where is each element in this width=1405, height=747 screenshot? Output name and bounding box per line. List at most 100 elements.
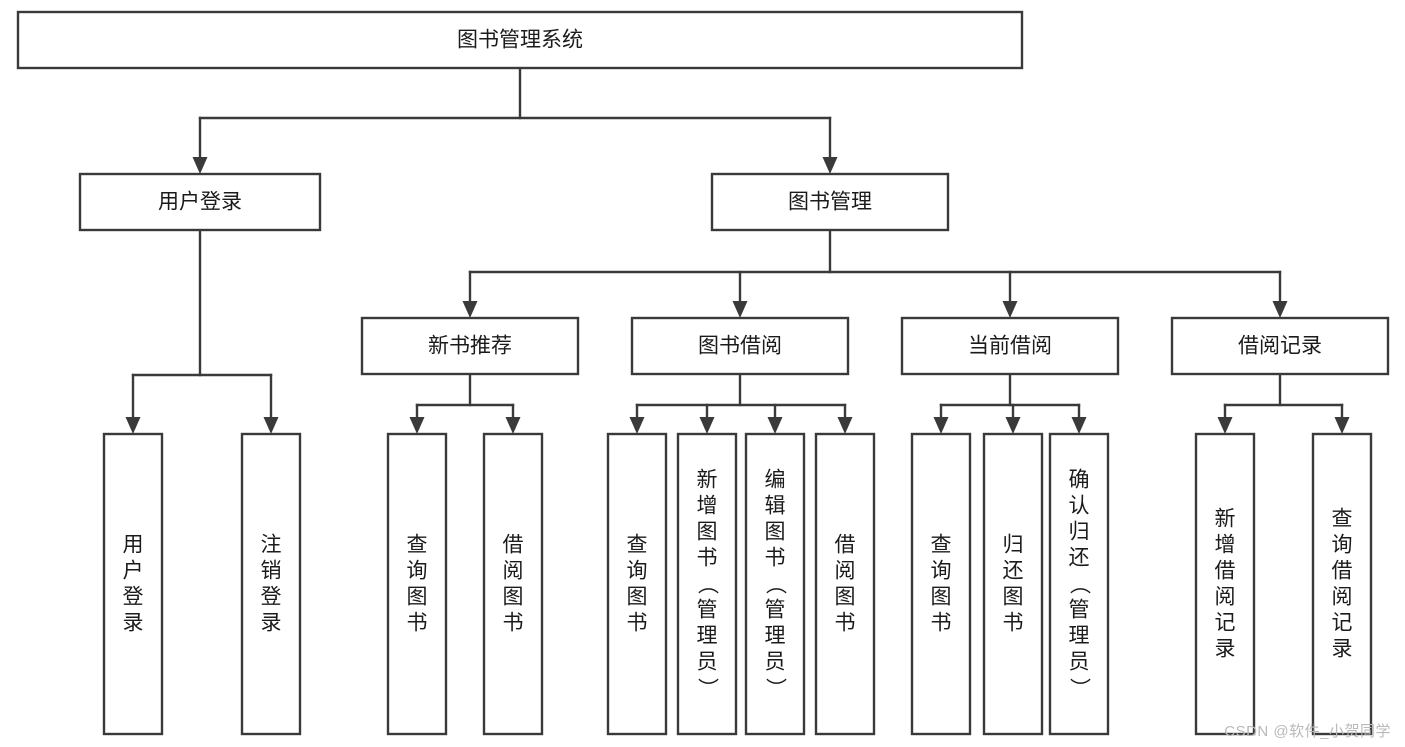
svg-text:员: 员 [697, 651, 718, 674]
svg-text:还: 还 [1069, 547, 1090, 570]
node-root[interactable]: 图书管理系统 [16, 10, 1024, 70]
node-box [1048, 432, 1110, 736]
node-leaf-user-login[interactable]: 用户登录 [102, 432, 164, 736]
arrow-head-icon [1005, 417, 1021, 434]
svg-text:管: 管 [765, 599, 786, 622]
node-user-login[interactable]: 用户登录 [78, 172, 322, 232]
svg-text:编: 编 [765, 469, 786, 492]
svg-text:还: 还 [1003, 560, 1024, 583]
svg-text:询: 询 [931, 560, 952, 583]
node-box [240, 432, 302, 736]
node-label: 图书借阅 [698, 335, 782, 358]
arrow-head-icon [505, 417, 521, 434]
svg-text:借: 借 [835, 534, 856, 557]
arrow-head-icon [1071, 417, 1087, 434]
node-new-book-rec[interactable]: 新书推荐 [360, 316, 580, 376]
node-book-manage[interactable]: 图书管理 [710, 172, 950, 232]
svg-text:阅: 阅 [1215, 586, 1236, 609]
svg-text:新: 新 [697, 469, 718, 492]
svg-text:录: 录 [261, 612, 282, 635]
node-box [744, 432, 806, 736]
arrow-head-icon [263, 417, 279, 434]
arrow-head-icon [629, 417, 645, 434]
svg-text:辑: 辑 [765, 495, 786, 518]
svg-text:书: 书 [931, 612, 952, 635]
connector-layer [125, 66, 1350, 434]
svg-text:书: 书 [407, 612, 428, 635]
node-box [78, 172, 322, 232]
node-box [710, 172, 950, 232]
node-label: 图书管理 [788, 191, 872, 214]
arrow-head-icon [822, 157, 838, 174]
node-label: 新书推荐 [428, 335, 512, 358]
node-box [606, 432, 668, 736]
node-label: 当前借阅 [968, 335, 1052, 358]
node-borrow-record[interactable]: 借阅记录 [1170, 316, 1390, 376]
svg-text:查: 查 [407, 534, 428, 557]
node-layer: 图书管理系统用户登录图书管理新书推荐图书借阅当前借阅借阅记录用户登录注销登录查询… [16, 10, 1390, 736]
arrow-head-icon [462, 301, 478, 318]
svg-text:图: 图 [697, 521, 718, 544]
arrow-head-icon [409, 417, 425, 434]
svg-text:图: 图 [765, 521, 786, 544]
node-box [482, 432, 544, 736]
svg-text:确: 确 [1069, 469, 1090, 492]
svg-text:理: 理 [1069, 625, 1090, 648]
svg-text:借: 借 [1332, 560, 1353, 583]
node-box [814, 432, 876, 736]
svg-text:新: 新 [1215, 508, 1236, 531]
node-label: 用户登录 [158, 191, 242, 214]
node-box [1311, 432, 1373, 736]
arrow-head-icon [933, 417, 949, 434]
svg-text:图: 图 [407, 586, 428, 609]
node-current-borrow[interactable]: 当前借阅 [900, 316, 1120, 376]
svg-text:（: （ [696, 574, 719, 595]
svg-text:书: 书 [503, 612, 524, 635]
svg-text:图: 图 [627, 586, 648, 609]
arrow-head-icon [192, 157, 208, 174]
node-box [1194, 432, 1256, 736]
svg-text:书: 书 [835, 612, 856, 635]
node-book-borrow[interactable]: 图书借阅 [630, 316, 850, 376]
arrow-head-icon [1002, 301, 1018, 318]
node-box [910, 432, 972, 736]
svg-text:录: 录 [1215, 638, 1236, 661]
svg-text:查: 查 [1332, 508, 1353, 531]
node-box [360, 316, 580, 376]
svg-text:书: 书 [697, 547, 718, 570]
svg-text:归: 归 [1069, 521, 1090, 544]
svg-text:询: 询 [407, 560, 428, 583]
node-box [676, 432, 738, 736]
node-box [982, 432, 1044, 736]
arrow-head-icon [767, 417, 783, 434]
svg-text:（: （ [764, 574, 787, 595]
node-box [16, 10, 1024, 70]
svg-text:理: 理 [697, 625, 718, 648]
svg-text:登: 登 [123, 586, 144, 609]
svg-text:录: 录 [123, 612, 144, 635]
svg-text:图: 图 [931, 586, 952, 609]
svg-text:）: ） [1068, 678, 1091, 699]
svg-text:）: ） [764, 678, 787, 699]
svg-text:图: 图 [835, 586, 856, 609]
svg-text:图: 图 [503, 586, 524, 609]
svg-text:登: 登 [261, 586, 282, 609]
svg-text:书: 书 [765, 547, 786, 570]
